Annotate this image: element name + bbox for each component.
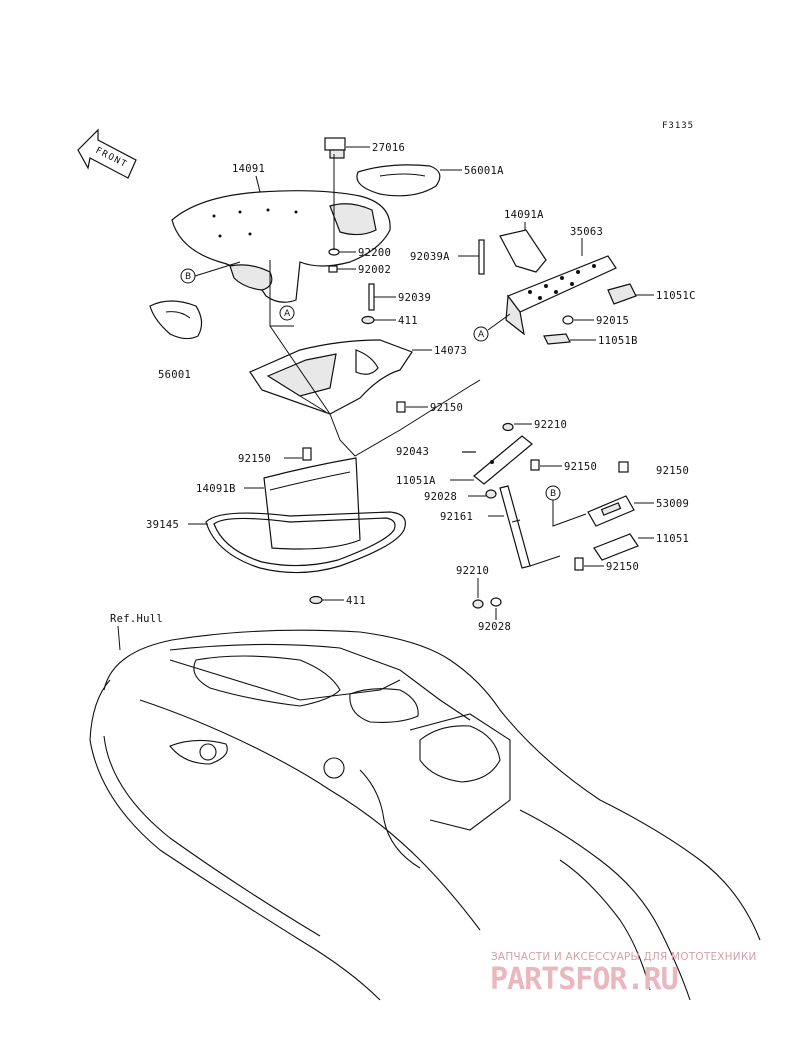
label-92150-c: 92150 [656, 465, 689, 477]
label-411-top: 411 [398, 315, 418, 327]
part-92150-bolt-left [302, 447, 312, 461]
label-14091B: 14091B [196, 483, 236, 495]
part-39145-rail [205, 511, 406, 574]
label-27016: 27016 [372, 142, 405, 154]
diagram-code: F3135 [662, 121, 694, 131]
part-56001A-grip [356, 164, 441, 197]
label-35063: 35063 [570, 226, 603, 238]
part-11051C-pad [607, 283, 637, 305]
part-53009-latch [587, 495, 635, 527]
part-14091B-panel [263, 457, 361, 550]
label-11051A: 11051A [396, 475, 436, 487]
front-arrow-icon: FRONT [77, 128, 137, 179]
part-11051-bracket [593, 533, 639, 561]
part-92150-bolt-a [396, 401, 406, 413]
part-92039A-stud [478, 239, 485, 275]
part-35063-bracket [505, 255, 617, 336]
label-14091A: 14091A [504, 209, 544, 221]
part-14073-storage-box [249, 339, 413, 415]
label-11051B: 11051B [598, 335, 638, 347]
part-411-washer-bottom [309, 595, 323, 605]
part-14091-handle-cover [171, 190, 391, 303]
part-14091A-pad [499, 229, 547, 273]
part-11051B-pad [543, 333, 571, 345]
label-92150-d: 92150 [606, 561, 639, 573]
label-39145: 39145 [146, 519, 179, 531]
label-92015: 92015 [596, 315, 629, 327]
part-92028-collar-top [485, 489, 497, 499]
callout-b-left: B [185, 272, 191, 282]
label-ref-hull: Ref.Hull [110, 613, 163, 625]
part-56001-grip [149, 300, 203, 340]
callout-a-left: A [284, 309, 291, 319]
label-92028-bottom: 92028 [478, 621, 511, 633]
label-11051: 11051 [656, 533, 689, 545]
label-92161: 92161 [440, 511, 473, 523]
label-92039: 92039 [398, 292, 431, 304]
label-92028-top: 92028 [424, 491, 457, 503]
callout-b-right: B [550, 489, 556, 499]
part-411-washer-top [361, 315, 375, 325]
label-92200: 92200 [358, 247, 391, 259]
watermark-logo: PARTSFOR.RU [490, 962, 679, 997]
part-92028-collar-bottom [490, 597, 502, 607]
part-92210-nut-top [502, 422, 514, 432]
label-92150-b: 92150 [564, 461, 597, 473]
part-92150-bolt-d [574, 557, 584, 571]
part-92039-stud [368, 283, 375, 311]
label-14073: 14073 [434, 345, 467, 357]
part-92150-bolt-b [530, 459, 540, 471]
label-92002: 92002 [358, 264, 391, 276]
part-92210-nut-bottom [472, 599, 484, 609]
label-56001A: 56001A [464, 165, 504, 177]
part-11051A-arm [473, 435, 533, 485]
label-92039A: 92039A [410, 251, 450, 263]
part-92015-nut [562, 315, 574, 325]
part-92161-damper [499, 485, 531, 569]
part-92150-bolt-c [618, 461, 629, 473]
label-92150-left: 92150 [238, 453, 271, 465]
label-92210-top: 92210 [534, 419, 567, 431]
label-14091: 14091 [232, 163, 265, 175]
watermark-tagline: ЗАПЧАСТИ И АКСЕССУАРЫ ДЛЯ МОТОТЕХНИКИ [491, 951, 757, 963]
label-56001: 56001 [158, 369, 191, 381]
label-92150-a: 92150 [430, 402, 463, 414]
part-27016-cap [324, 137, 346, 159]
label-11051C: 11051C [656, 290, 696, 302]
part-92002-bolt [328, 265, 338, 273]
label-92210-bottom: 92210 [456, 565, 489, 577]
label-411-bottom: 411 [346, 595, 366, 607]
label-92043: 92043 [396, 446, 429, 458]
callout-a-right: A [478, 330, 485, 340]
label-53009: 53009 [656, 498, 689, 510]
hull-reference-outline [89, 629, 761, 1001]
